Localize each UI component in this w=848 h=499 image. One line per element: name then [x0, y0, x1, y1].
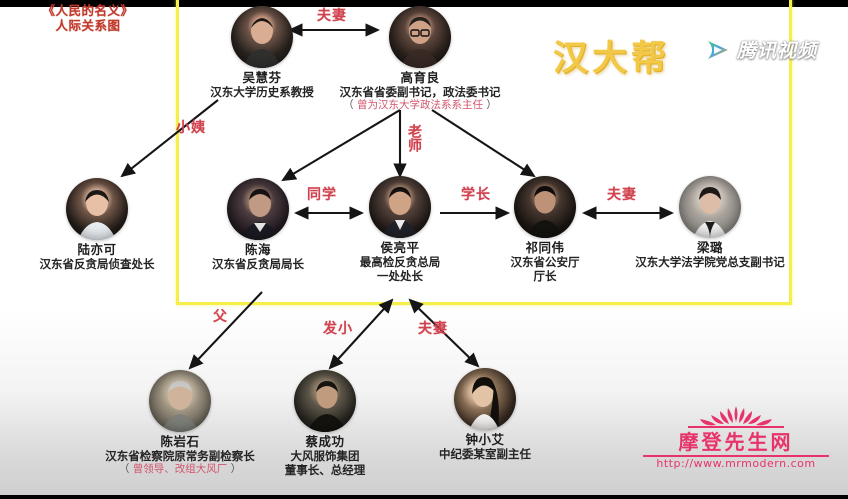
avatar [679, 176, 741, 238]
avatar [149, 370, 211, 432]
avatar [389, 6, 451, 68]
edge-label-xiaoyi: 小姨 [176, 120, 206, 136]
note-main: 曾领导、改组大风厂 [132, 463, 228, 475]
node-name: 陆亦可 [77, 242, 117, 257]
edge-label-fuqi-bottom: 夫妻 [418, 321, 448, 337]
site-watermark: 摩登先生网 http://www.mrmodern.com [636, 404, 836, 470]
watermark-url: http://www.mrmodern.com [656, 457, 816, 470]
watermark-site-name: 摩登先生网 [678, 430, 794, 454]
node-role: 中纪委某室副主任 [439, 447, 531, 461]
node-role-line2: 董事长、总经理 [284, 463, 366, 477]
node-wuhuifen[interactable]: 吴慧芬 汉东大学历史系教授 [182, 6, 342, 99]
play-icon [705, 37, 731, 63]
note-prefix: （ [343, 99, 357, 111]
lotus-icon [636, 404, 836, 430]
note-suffix: ） [227, 463, 242, 475]
avatar [227, 178, 289, 240]
page-title-line1: 《人民的名义》 [42, 3, 134, 18]
node-role: 汉东省公安厅 [510, 255, 580, 269]
avatar [294, 370, 356, 432]
avatar [66, 178, 128, 240]
node-name: 祁同伟 [525, 240, 565, 255]
note-prefix: （ [118, 463, 133, 475]
edge-label-fuqi-top: 夫妻 [317, 8, 347, 24]
edge-label-fuqi-right: 夫妻 [607, 187, 637, 203]
avatar [454, 368, 516, 430]
page-title: 《人民的名义》 人际关系图 [22, 3, 154, 33]
avatar [369, 176, 431, 238]
node-chenyanshi[interactable]: 陈岩石 汉东省检察院原常务副检察长 （ 曾领导、改组大风厂 ） [82, 370, 278, 476]
tencent-video-wordmark: 腾讯视频 [737, 40, 818, 62]
node-role: 汉东省反贪局局长 [212, 257, 304, 271]
node-role: 大风服饰集团 [290, 449, 360, 463]
edge-label-tongxue: 同学 [307, 187, 337, 203]
node-name: 蔡成功 [305, 434, 345, 449]
node-role: 最高检反贪总局 [359, 255, 441, 269]
node-role-line2: 厅长 [533, 269, 557, 283]
node-zhongxiaoai[interactable]: 钟小艾 中纪委某室副主任 [410, 368, 560, 461]
node-role: 汉东省检察院原常务副检察长 [105, 449, 255, 463]
node-caichenggong[interactable]: 蔡成功 大风服饰集团 董事长、总经理 [263, 370, 387, 477]
letterbox-bottom [0, 495, 848, 499]
node-liangu[interactable]: 梁璐 汉东大学法学院党总支副书记 [620, 176, 800, 269]
node-role: 汉东大学历史系教授 [210, 85, 314, 99]
edge-label-faxiao: 发小 [323, 321, 353, 337]
node-name: 陈海 [244, 242, 271, 257]
note-main: 曾为汉东大学政法系系主任 [357, 99, 483, 111]
watermark-divider [643, 455, 829, 457]
node-role-line2: 一处处长 [377, 269, 423, 283]
node-name: 梁璐 [696, 240, 723, 255]
node-name: 侯亮平 [380, 240, 420, 255]
note-suffix: ） [483, 99, 497, 111]
node-role: 汉东省省委副书记，政法委书记 [339, 85, 501, 99]
node-name: 吴慧芬 [242, 70, 282, 85]
avatar [231, 6, 293, 68]
edge-label-laoshi: 老师 [406, 124, 422, 152]
tencent-video-logo: 腾讯视频 [705, 36, 817, 63]
node-gaoyuliang[interactable]: 高育良 汉东省省委副书记，政法委书记 （ 曾为汉东大学政法系系主任 ） [320, 6, 520, 112]
page-title-line2: 人际关系图 [55, 18, 121, 33]
node-note: （ 曾领导、改组大风厂 ） [82, 463, 278, 476]
avatar [514, 176, 576, 238]
node-luyike[interactable]: 陆亦可 汉东省反贪局侦查处长 [17, 178, 177, 271]
node-role: 汉东大学法学院党总支副书记 [635, 255, 785, 269]
node-role: 汉东省反贪局侦查处长 [39, 257, 155, 271]
gang-label: 汉大帮 [553, 39, 671, 79]
node-chenhai[interactable]: 陈海 汉东省反贪局局长 [188, 178, 328, 271]
letterbox-top [0, 0, 848, 7]
node-houliangping[interactable]: 侯亮平 最高检反贪总局 一处处长 [338, 176, 462, 283]
edge-label-xuezhang: 学长 [461, 187, 491, 203]
node-note: （ 曾为汉东大学政法系系主任 ） [320, 99, 520, 112]
node-name: 钟小艾 [465, 432, 505, 447]
node-name: 陈岩石 [160, 434, 200, 449]
edge-label-fu: 父 [213, 309, 228, 325]
node-name: 高育良 [400, 70, 440, 85]
node-qitongwei[interactable]: 祁同伟 汉东省公安厅 厅长 [490, 176, 600, 283]
